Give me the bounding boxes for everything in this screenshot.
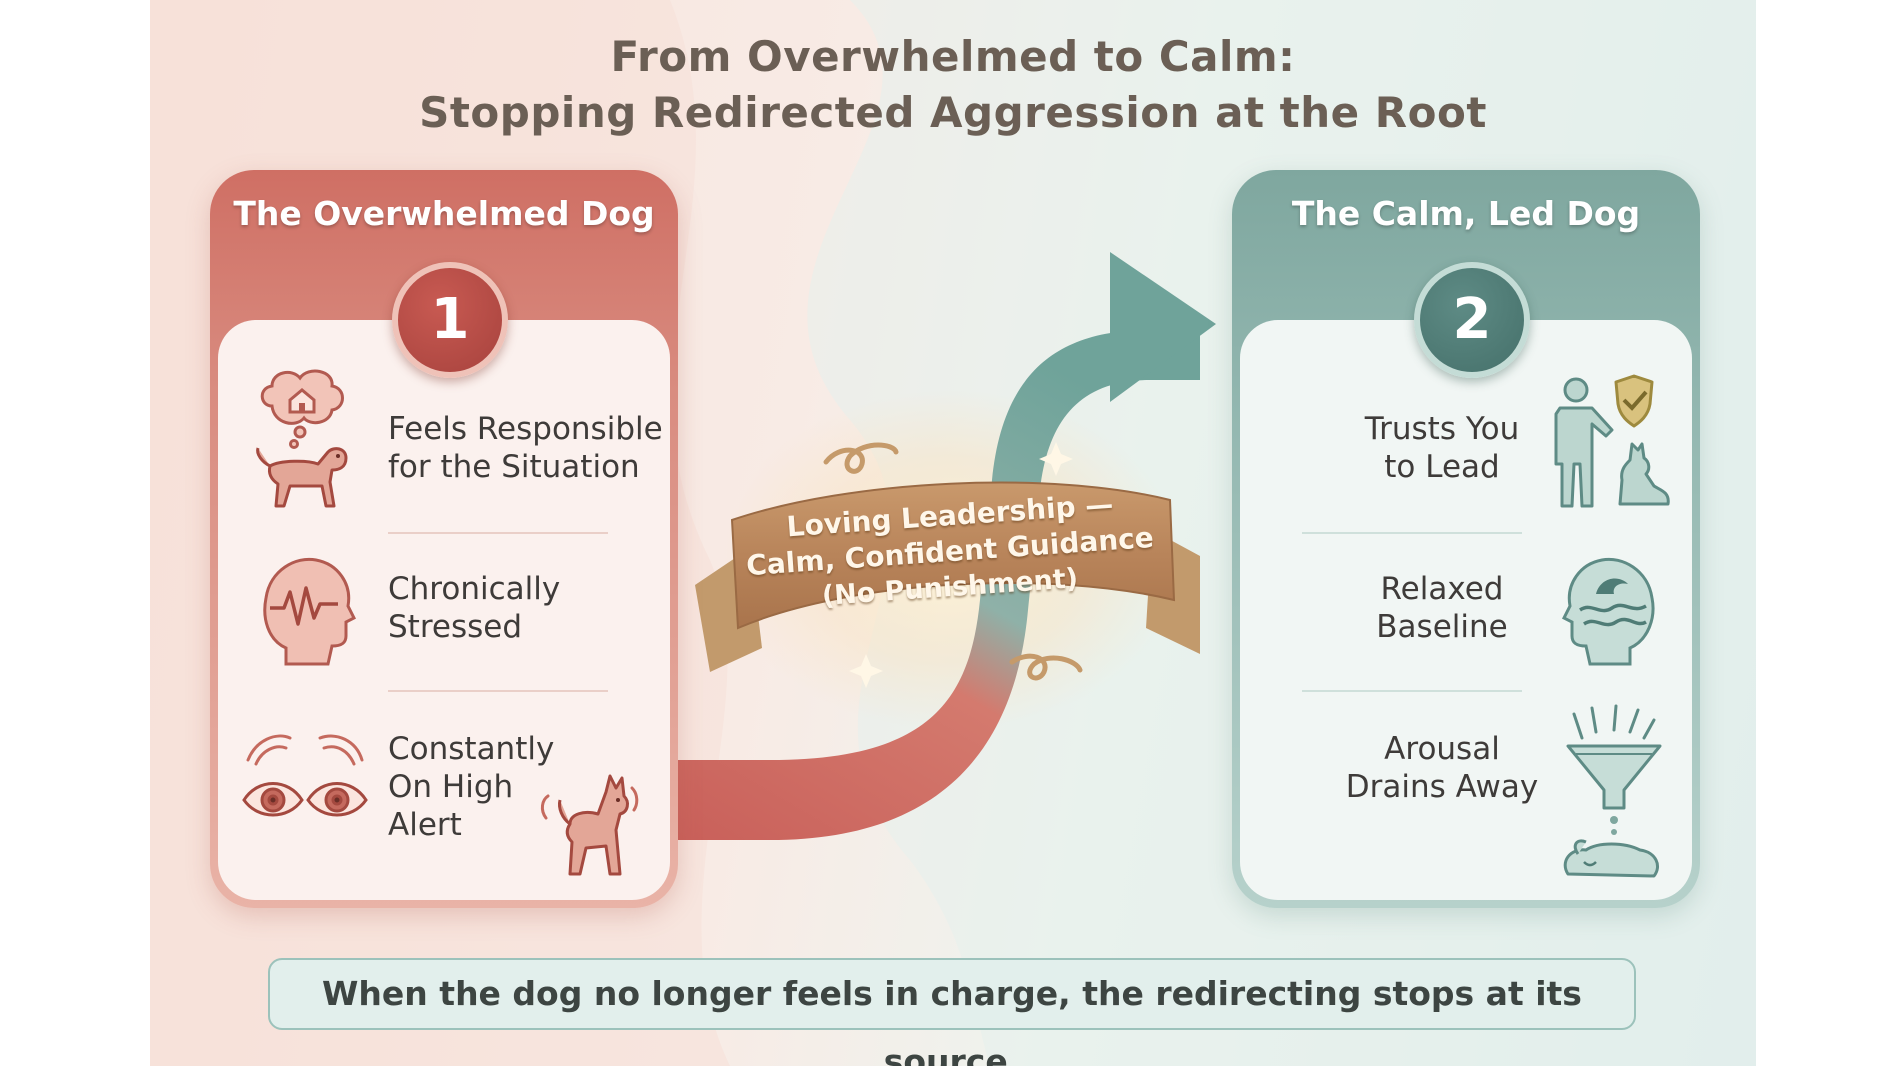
right-divider-1 xyxy=(1302,532,1522,534)
right-divider-2 xyxy=(1302,690,1522,692)
step-badge-2: 2 xyxy=(1414,262,1530,378)
alert-dog-icon xyxy=(540,774,639,876)
alert-eyes-icon xyxy=(242,734,368,817)
title-line-2: Stopping Redirected Aggression at the Ro… xyxy=(419,88,1487,137)
right-item-3-text: Arousal Drains Away xyxy=(1312,730,1572,806)
right-item-3-line-2: Drains Away xyxy=(1345,769,1539,805)
left-divider-1 xyxy=(388,532,608,534)
arrow-body xyxy=(676,330,1200,840)
left-item-3-line-3: Alert xyxy=(388,807,462,843)
summary-footer: When the dog no longer feels in charge, … xyxy=(268,958,1636,1066)
thought-house-dog-icon xyxy=(256,369,348,508)
calm-dog-panel: The Calm, Led Dog 2 Trusts You to Lead R… xyxy=(1232,170,1700,908)
calm-wave-head-icon xyxy=(1561,557,1655,666)
right-item-1-line-2: to Lead xyxy=(1384,449,1500,485)
banner-ribbon xyxy=(695,481,1200,672)
infographic-canvas: From Overwhelmed to Calm: Stopping Redir… xyxy=(150,0,1756,1066)
left-item-3-line-2: On High xyxy=(388,769,514,805)
right-item-2-line-1: Relaxed xyxy=(1380,571,1504,607)
left-item-1-line-2: for the Situation xyxy=(388,449,640,485)
right-item-2-text: Relaxed Baseline xyxy=(1332,570,1552,646)
person-dog-shield-icon xyxy=(1554,374,1670,508)
flourish-bottom xyxy=(1009,653,1083,681)
left-item-2-text: Chronically Stressed xyxy=(388,570,560,646)
sparkle-2 xyxy=(849,654,883,688)
step-badge-1: 1 xyxy=(392,262,508,378)
right-item-2-line-2: Baseline xyxy=(1376,609,1508,645)
left-item-1-text: Feels Responsible for the Situation xyxy=(388,410,663,486)
transition-arrow xyxy=(676,252,1216,840)
title-line-1: From Overwhelmed to Calm: xyxy=(610,32,1296,81)
sparkle-1 xyxy=(1039,442,1073,476)
stressed-head-icon xyxy=(263,557,356,666)
left-item-1-line-1: Feels Responsible xyxy=(388,411,663,447)
flourish-top xyxy=(823,442,899,474)
right-panel-title: The Calm, Led Dog xyxy=(1291,194,1641,233)
left-item-3-text: Constantly On High Alert xyxy=(388,730,554,844)
overwhelmed-dog-panel: The Overwhelmed Dog 1 Feels Responsible … xyxy=(210,170,678,908)
right-item-1-line-1: Trusts You xyxy=(1364,411,1520,447)
left-divider-2 xyxy=(388,690,608,692)
left-panel-title: The Overwhelmed Dog xyxy=(233,194,655,233)
funnel-sleeping-dog-icon xyxy=(1563,704,1662,878)
right-item-1-text: Trusts You to Lead xyxy=(1332,410,1552,486)
left-item-3-line-1: Constantly xyxy=(388,731,555,767)
arrow-head xyxy=(1110,252,1216,402)
right-item-3-line-1: Arousal xyxy=(1384,731,1500,767)
left-item-2-line-1: Chronically xyxy=(388,571,561,607)
left-item-2-line-2: Stressed xyxy=(388,609,523,645)
